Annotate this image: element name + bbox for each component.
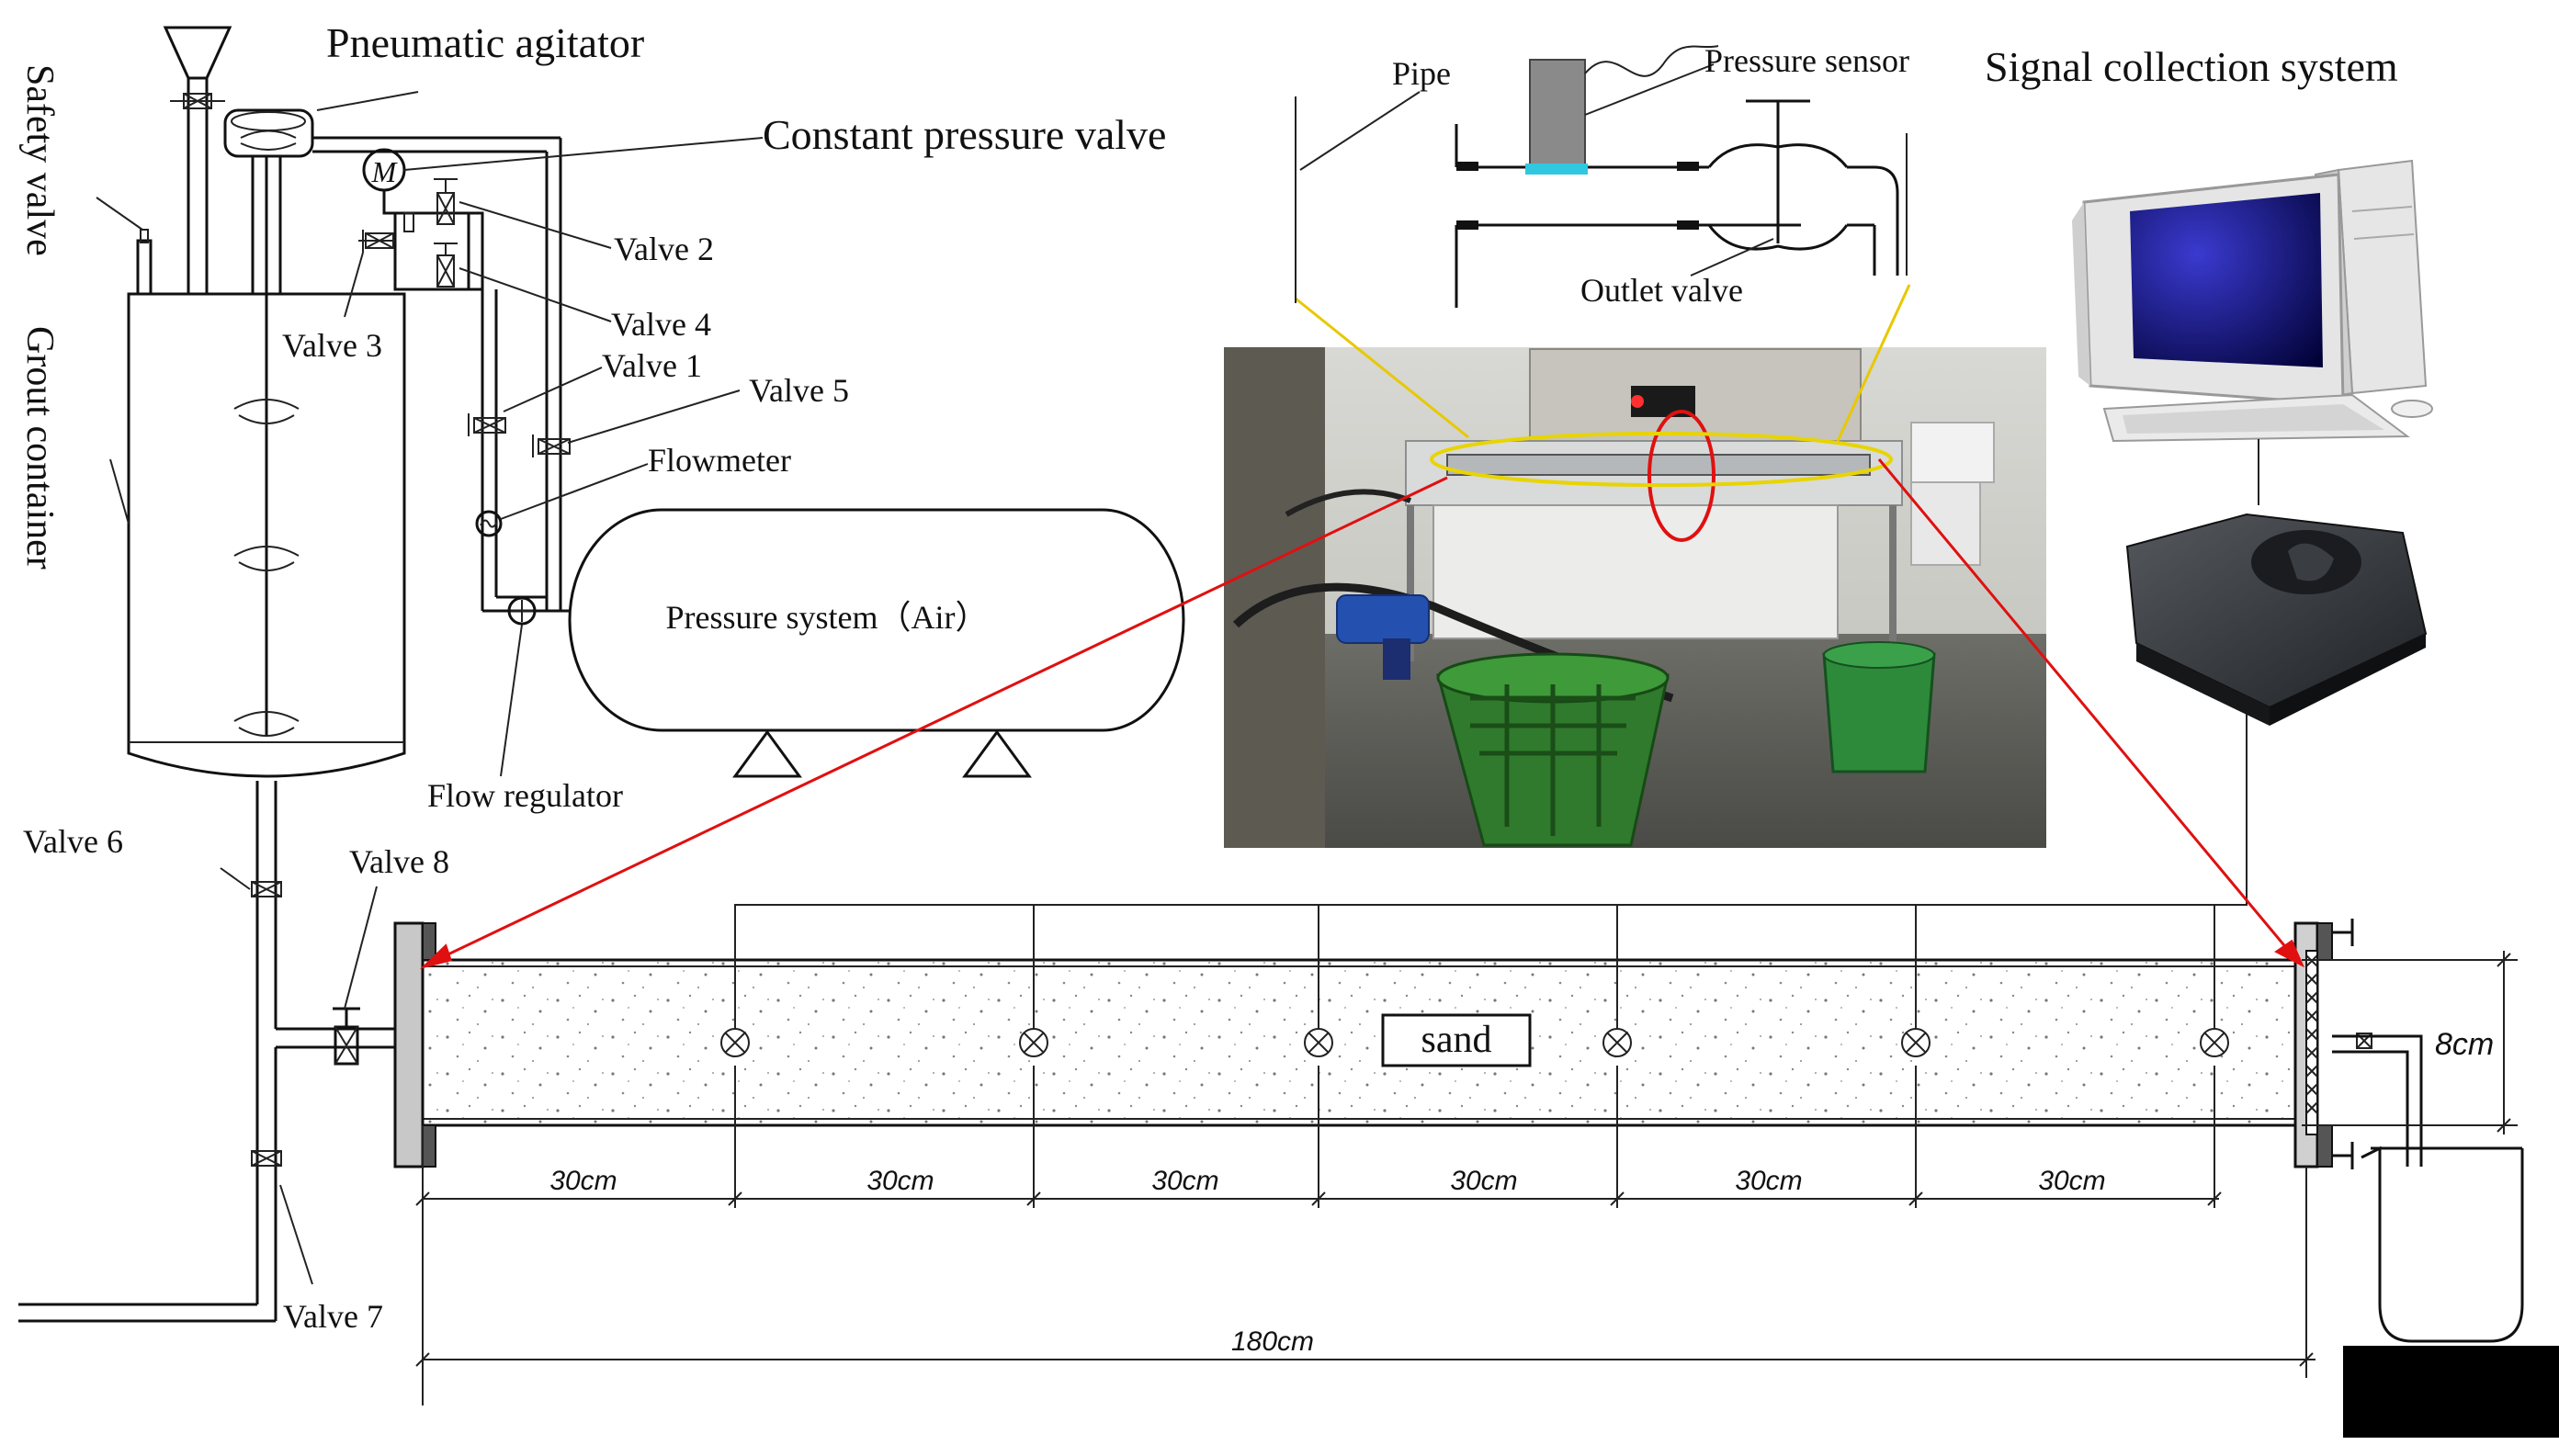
motor-letter: M: [371, 155, 399, 188]
dimension-labels: 30cm 30cm 30cm 30cm 30cm 30cm 180cm 8cm: [549, 1027, 2494, 1357]
valve-3-symbol: [358, 230, 395, 253]
flowmeter-symbol: [475, 510, 503, 537]
valve-4-label: Valve 4: [611, 306, 711, 343]
outlet-drain: [2332, 1033, 2559, 1438]
callout-lines: [1295, 284, 1911, 442]
dim-segment-6: 30cm: [2038, 1166, 2105, 1196]
grout-container-label: Grout container: [18, 326, 61, 570]
valve-1-symbol: [468, 413, 506, 436]
pressure-system-label: Pressure system（Air）: [666, 599, 989, 636]
valve-5-label: Valve 5: [749, 372, 849, 409]
valve-8-label: Valve 8: [349, 843, 449, 880]
flow-regulator-label: Flow regulator: [427, 777, 623, 814]
pneumatic-agitator: [223, 108, 314, 294]
dim-segment-3: 30cm: [1151, 1166, 1218, 1196]
beaker-stand: [2343, 1346, 2559, 1438]
valve-8-symbol: [333, 1007, 360, 1066]
valve-3-label: Valve 3: [282, 327, 382, 364]
dim-segment-2: 30cm: [866, 1166, 934, 1196]
sand-label: sand: [1421, 1019, 1492, 1061]
safety-valve-label: Safety valve: [18, 64, 61, 256]
funnel-inlet: [163, 26, 232, 294]
valve-2-symbol: [434, 178, 458, 225]
grout-container: [18, 26, 406, 1323]
sensor-ports: [720, 1028, 2229, 1057]
flowmeter-label: Flowmeter: [648, 442, 791, 479]
dim-segment-5: 30cm: [1735, 1166, 1802, 1196]
data-acquisition-box: [2125, 513, 2428, 726]
dim-total-length: 180cm: [1231, 1326, 1314, 1357]
valve-6-symbol: [251, 881, 282, 897]
valve-6-label: Valve 6: [23, 823, 123, 860]
constant-pressure-valve-label: Constant pressure valve: [763, 111, 1166, 158]
pneumatic-agitator-label: Pneumatic agitator: [326, 19, 644, 66]
pressure-sensor-label: Pressure sensor: [1704, 42, 1909, 79]
dimension-lines: [415, 951, 2518, 1405]
mixer-blades: [233, 399, 300, 737]
safety-valve-stub: [136, 229, 153, 296]
valve-1-label: Valve 1: [602, 347, 702, 384]
pressure-sensor-body: [1529, 59, 1586, 169]
left-flange: [393, 921, 425, 1168]
valve-7-symbol: [251, 1150, 282, 1167]
pressure-system-tank: Pressure system（Air）: [568, 508, 1185, 778]
valve-4-symbol: [434, 243, 458, 288]
pipe-label: Pipe: [1392, 55, 1451, 92]
sand-column: sand: [393, 845, 2559, 1438]
dim-height: 8cm: [2435, 1027, 2494, 1062]
flow-regulator-symbol: [507, 596, 537, 626]
valve-2-label: Valve 2: [614, 231, 714, 267]
pressure-sensor-highlight: [1647, 410, 1715, 542]
monitor-screen: [2130, 193, 2323, 367]
apparatus-photo: [1224, 347, 2046, 848]
sand-label-box: [1381, 1013, 1532, 1067]
red-arrows: [419, 458, 2305, 969]
valve-5-symbol: [532, 435, 571, 457]
right-flange: [2293, 919, 2354, 1169]
text-labels: Safety valve Grout container Pneumatic a…: [18, 19, 2398, 1335]
signal-collection-label: Signal collection system: [1985, 43, 2398, 90]
outlet-valve-label: Outlet valve: [1580, 272, 1743, 309]
outlet-valve-symbol: [1707, 99, 1899, 276]
dim-segment-4: 30cm: [1450, 1166, 1517, 1196]
air-supply-piping: M: [312, 136, 571, 626]
signal-cables: [734, 845, 2248, 1043]
outlet-pipes: [18, 781, 395, 1323]
computer: [2072, 159, 2433, 845]
pressure-sensor-detail: [1295, 45, 1908, 308]
valve-7-label: Valve 7: [283, 1298, 383, 1335]
dim-segment-1: 30cm: [549, 1166, 617, 1196]
leader-lines: [96, 91, 764, 1285]
pipe-highlight: [1430, 432, 1893, 487]
